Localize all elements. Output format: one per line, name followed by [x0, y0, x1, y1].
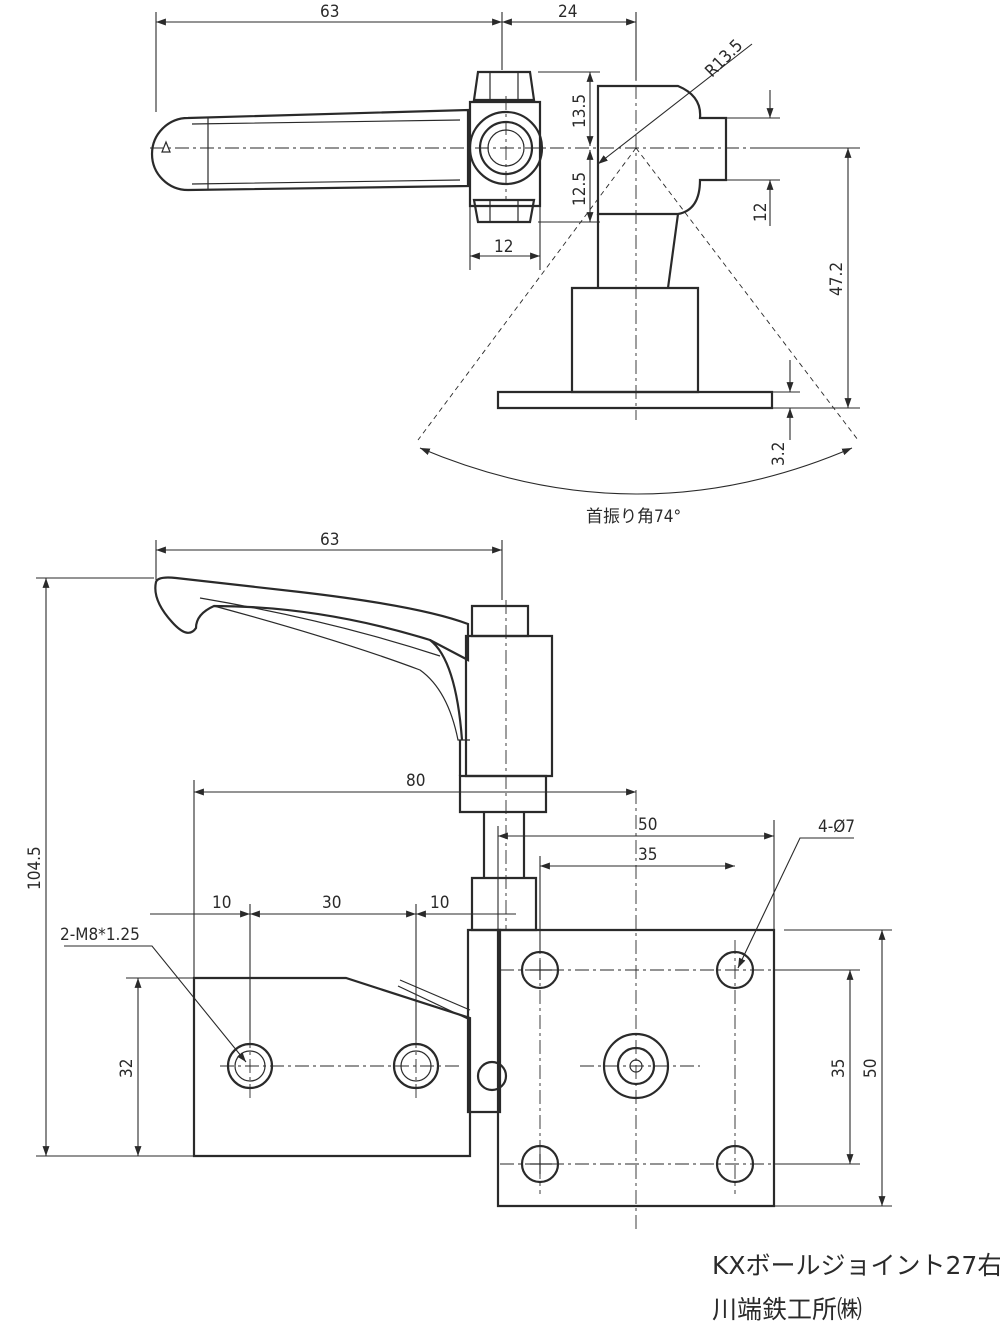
tap-callout: 2-M8*1.25 [60, 925, 140, 945]
dim-c: 10 [430, 893, 449, 913]
front-lever [154, 576, 470, 741]
top-handle [150, 108, 470, 192]
dim-height: 47.2 [827, 262, 847, 296]
dim-ball-neck: 12 [751, 203, 771, 222]
dim-upper-half: 13.5 [570, 94, 590, 128]
top-view: 63 24 R13.5 13.5 12.5 12 12 47.2 3.2 首振り… [150, 2, 860, 528]
dim-top-handle-length: 63 [320, 2, 339, 22]
hole-callout: 4-Ø7 [818, 817, 855, 837]
company-name: 川端鉄工所㈱ [712, 1295, 863, 1324]
dim-plate-holes: 50 [638, 815, 657, 835]
dim-nut-width: 12 [494, 237, 513, 257]
front-view: 63 104.5 80 50 35 4-Ø7 10 30 10 2-M8*1.2… [25, 530, 892, 1230]
dim-total-height: 104.5 [25, 846, 45, 890]
dim-plate: 3.2 [769, 442, 789, 466]
dim-hole-pitch: 35 [638, 845, 657, 865]
dim-plate-height: 50 [861, 1059, 881, 1078]
swing-angle-label: 首振り角74° [586, 507, 681, 527]
dim-base-length: 80 [406, 771, 425, 791]
front-base-block [192, 976, 472, 1158]
dim-b: 30 [322, 893, 341, 913]
dim-radius: R13.5 [701, 36, 747, 82]
dim-a: 10 [212, 893, 231, 913]
dim-front-handle-length: 63 [320, 530, 339, 550]
dim-pitch-vertical: 35 [829, 1059, 849, 1078]
dim-lower-half: 12.5 [570, 172, 590, 206]
dim-top-head-offset: 24 [558, 2, 577, 22]
dim-block-height: 32 [117, 1059, 137, 1078]
product-name: KXボールジョイント27右 [712, 1251, 1000, 1280]
